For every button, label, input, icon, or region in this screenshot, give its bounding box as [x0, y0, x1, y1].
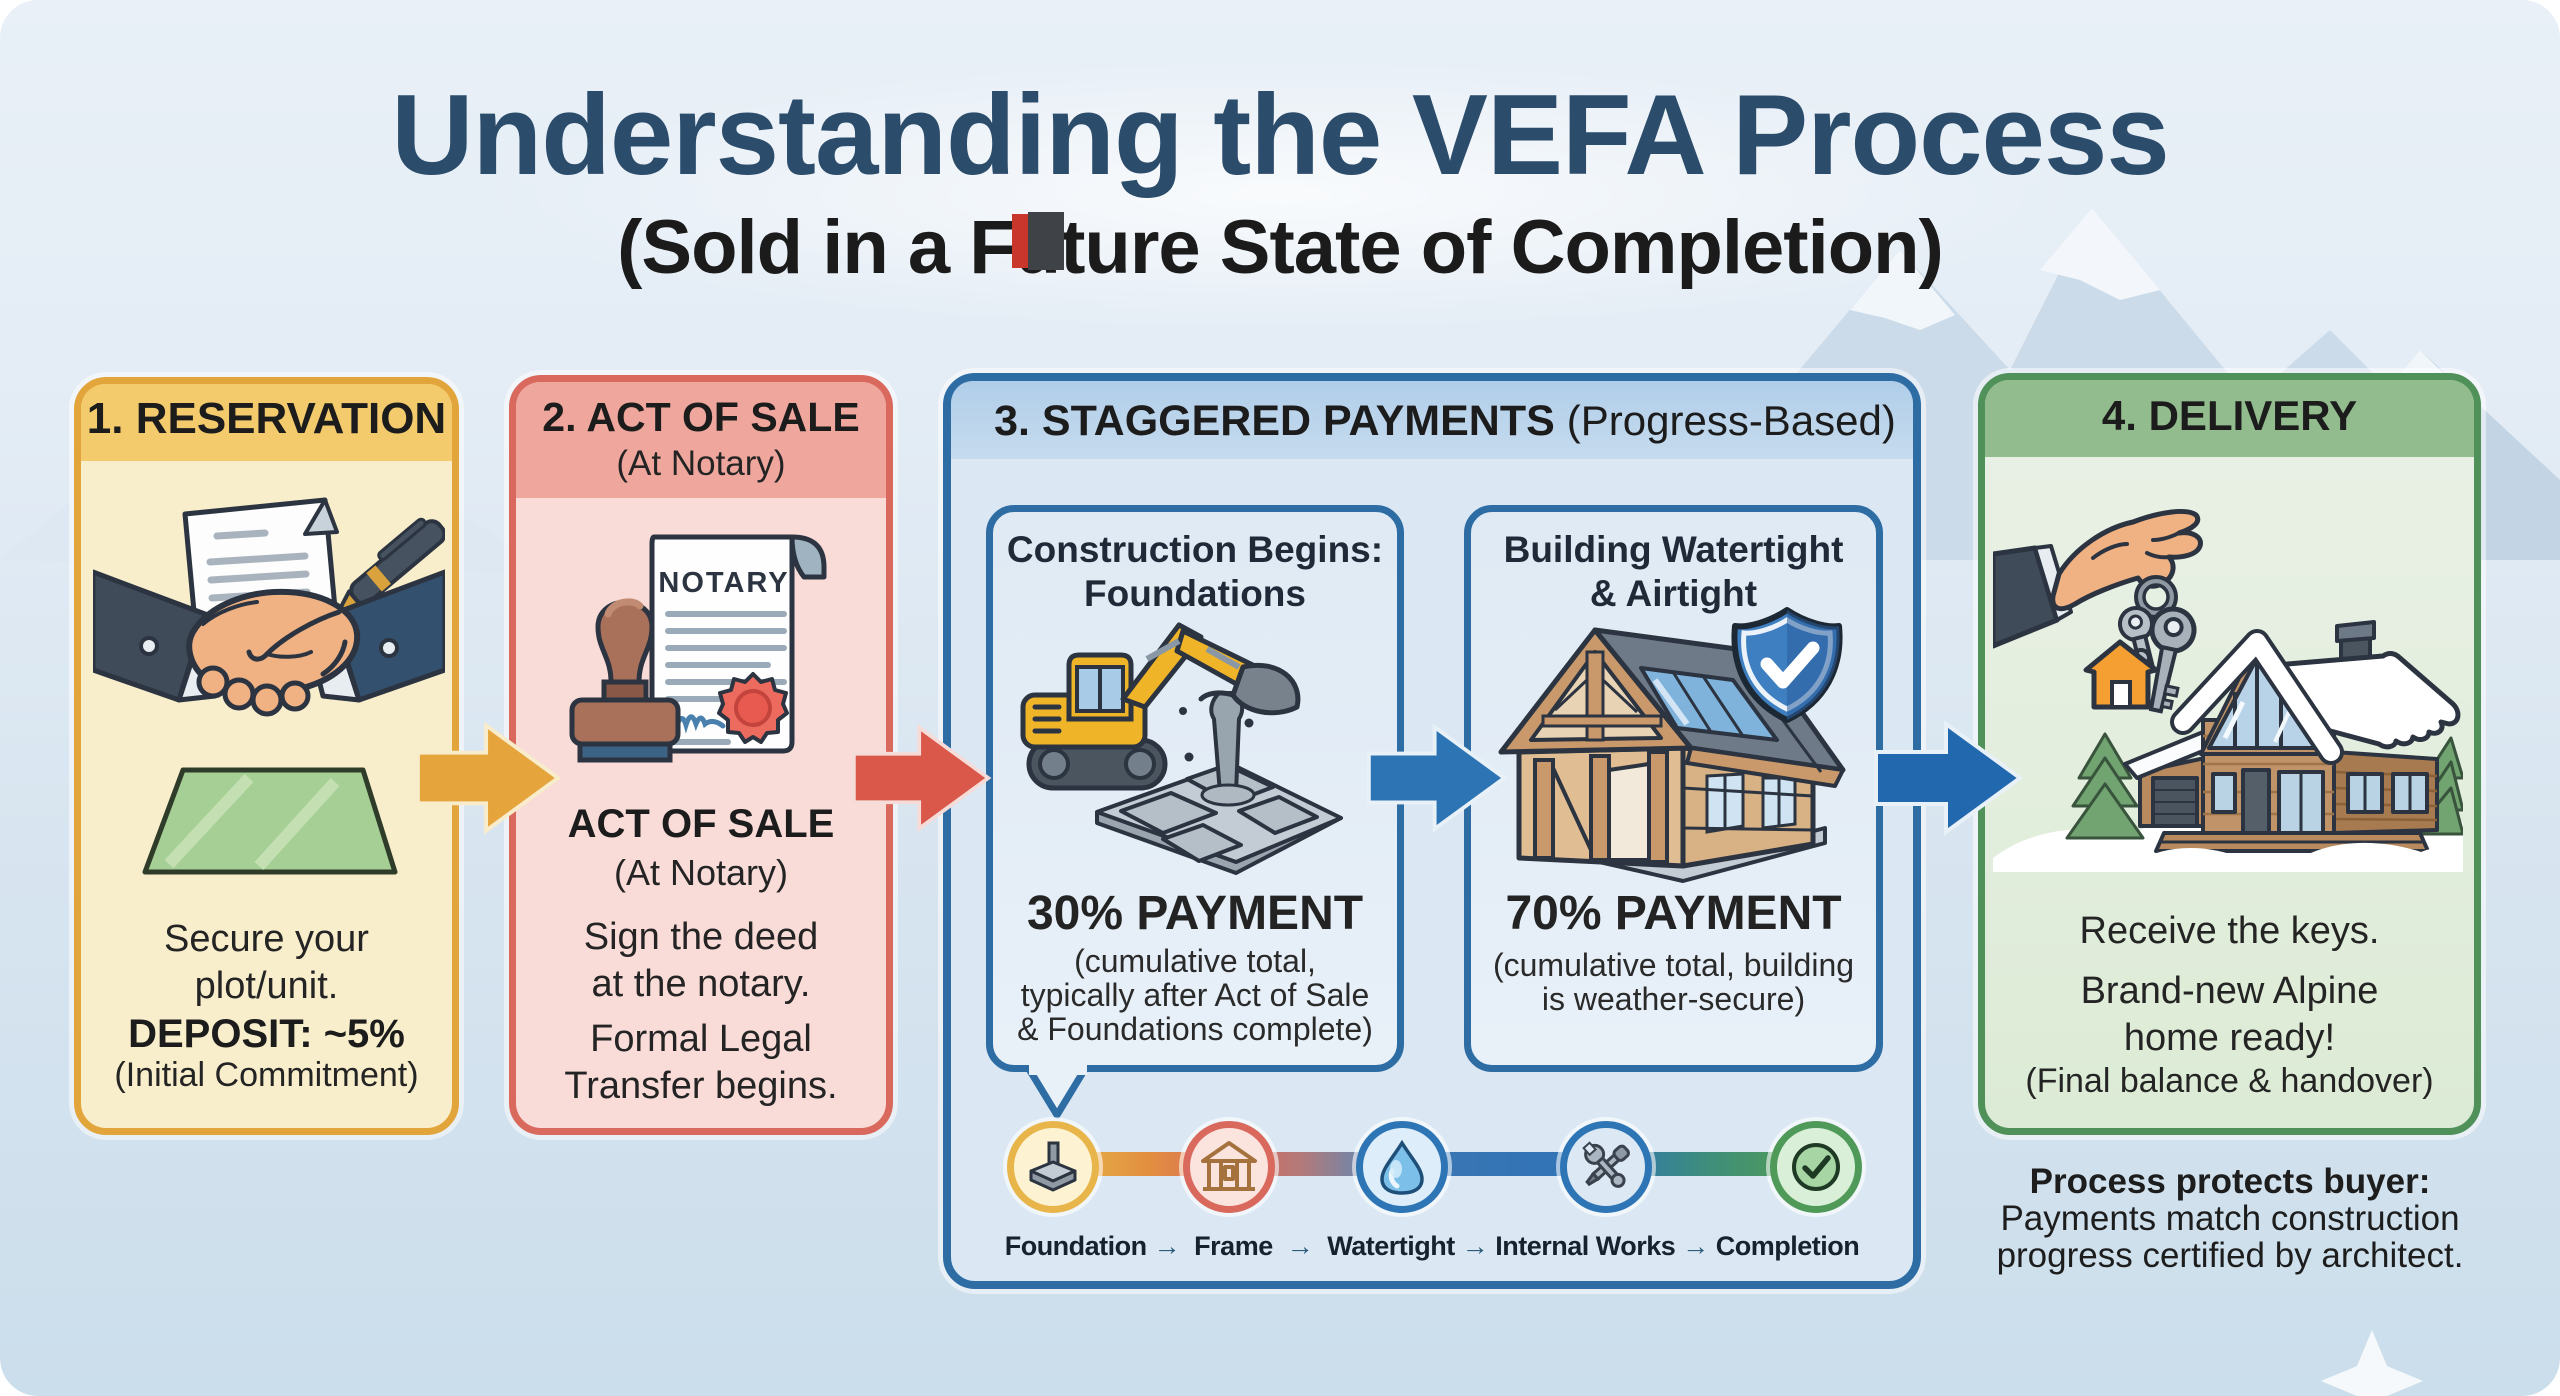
svg-text:NOTARY: NOTARY — [658, 567, 789, 599]
